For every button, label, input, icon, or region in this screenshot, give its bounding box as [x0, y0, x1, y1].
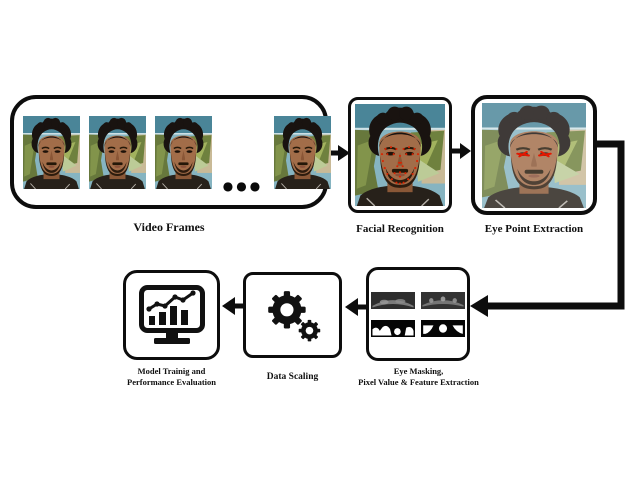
- connector-eyepoint-to-masking: [470, 140, 625, 317]
- gears-icon: [267, 291, 320, 342]
- arrow-scaling-to-model: [222, 297, 243, 315]
- model-training-label-line2: Performance Evaluation: [127, 376, 216, 387]
- video-frame-photo: [89, 115, 146, 189]
- node-data-scaling: [243, 272, 342, 358]
- eye-masking-label-line1: Eye Masking,: [393, 366, 444, 376]
- model-training-label-line1: Model Trainig and: [137, 366, 206, 376]
- model-training-label: Model Trainig and Performance Evaluation: [113, 366, 230, 387]
- node-facial-recognition: [348, 97, 452, 213]
- data-scaling-label: Data Scaling: [266, 372, 319, 382]
- video-frame-photo: [155, 115, 212, 189]
- eye-mask-binary-image: [421, 319, 465, 337]
- ellipsis-dots: ●●●: [222, 179, 264, 193]
- facial-recognition-photo: [355, 104, 445, 206]
- facial-recognition-label: Facial Recognition: [356, 223, 444, 235]
- arrow-masking-to-scaling: [345, 298, 366, 316]
- eye-masking-label: Eye Masking, Pixel Value & Feature Extra…: [346, 366, 491, 387]
- video-frames-label: Video Frames: [133, 220, 205, 234]
- eye-strip-gray-image: [421, 291, 465, 309]
- eye-mask-binary-image: [371, 319, 415, 337]
- video-frame-photo: [274, 115, 331, 189]
- eye-point-extraction-label: Eye Point Extraction: [484, 223, 584, 235]
- monitor-chart-icon: [139, 285, 205, 345]
- node-eye-point-extraction: [471, 95, 597, 215]
- node-eye-masking: [366, 267, 470, 361]
- eye-strip-gray-image: [371, 291, 415, 309]
- eye-masking-label-line2: Pixel Value & Feature Extraction: [358, 376, 479, 387]
- arrow-facial-to-eyepoint: [452, 143, 471, 159]
- video-frame-photo: [23, 115, 80, 189]
- node-model-training: [123, 270, 220, 360]
- eye-point-photo: [482, 102, 586, 208]
- node-video-frames: ●●●: [10, 95, 331, 209]
